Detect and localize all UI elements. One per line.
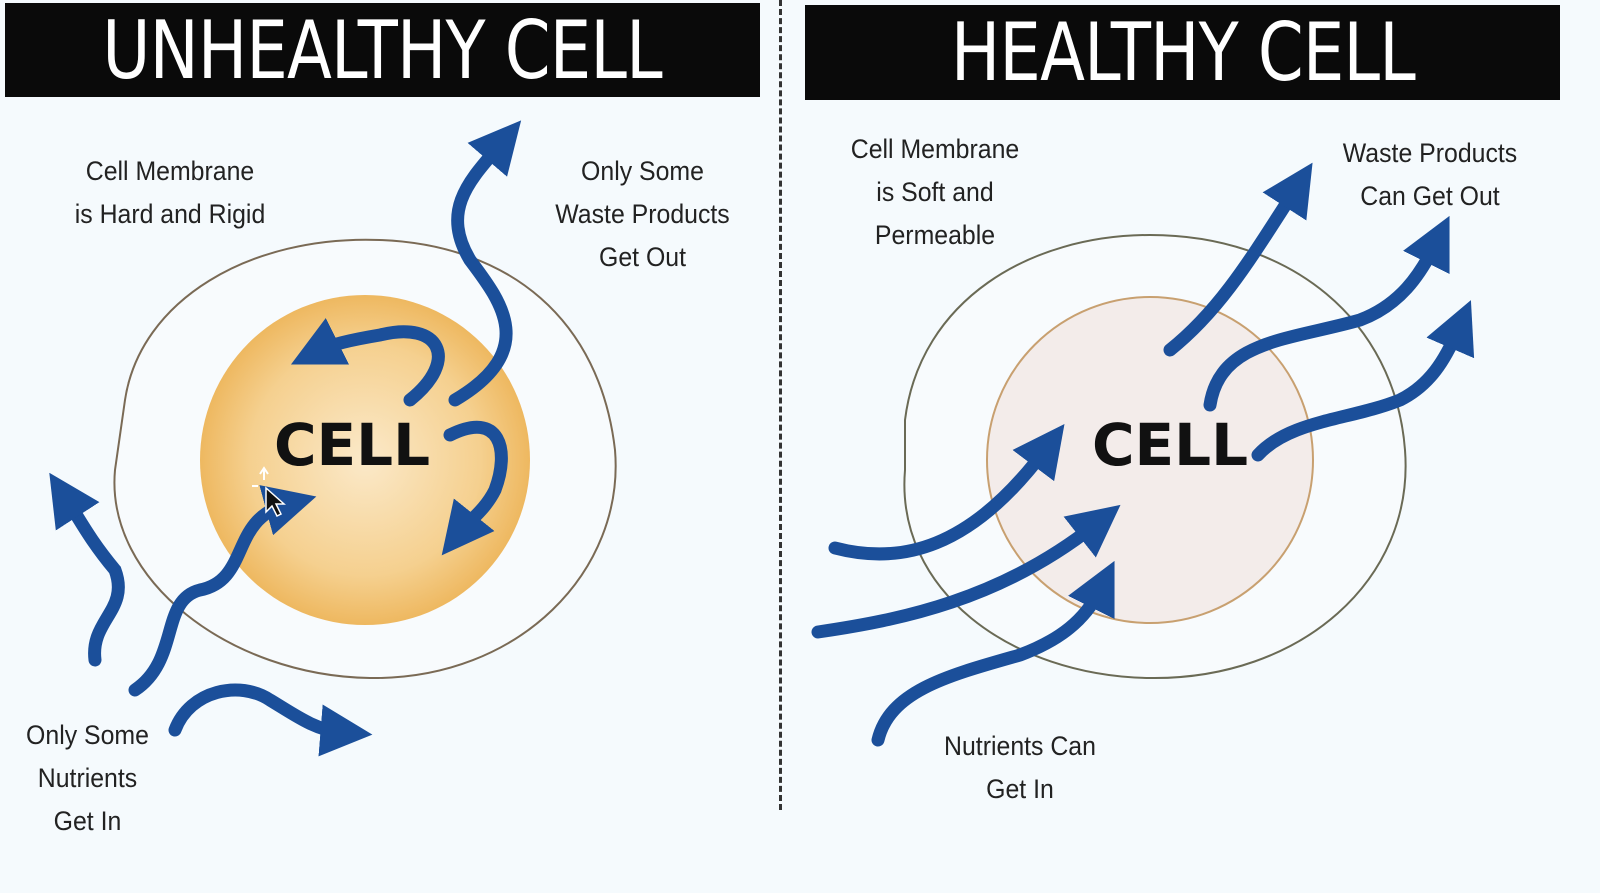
waste-arrow-out xyxy=(1251,300,1475,462)
left-membrane-label: Cell Membrane is Hard and Rigid xyxy=(74,156,266,229)
cursor-icon xyxy=(252,466,286,518)
nutrient-arrow-in xyxy=(811,504,1121,639)
unhealthy-cell-label: CELL xyxy=(274,411,430,479)
blocked-arrow xyxy=(290,318,445,407)
nutrient-arrow-in xyxy=(828,424,1065,561)
healthy-cell-title: HEALTHY CELL xyxy=(805,5,1560,100)
healthy-cell-label: CELL xyxy=(1092,411,1248,479)
title-text: UNHEALTHY CELL xyxy=(102,3,663,97)
right-waste-label: Waste Products Can Get Out xyxy=(1342,138,1518,211)
left-waste-label: Only Some Waste Products Get Out xyxy=(555,156,730,272)
left-nutrients-label: Only Some Nutrients Get In xyxy=(26,720,149,836)
unhealthy-cell-title: UNHEALTHY CELL xyxy=(5,3,760,97)
title-text: HEALTHY CELL xyxy=(950,6,1415,99)
waste-arrow-out xyxy=(448,120,522,407)
dashed-divider xyxy=(779,0,782,810)
waste-arrow-out xyxy=(1163,162,1313,357)
nutrient-arrow-in xyxy=(128,485,317,697)
nutrient-arrow-in xyxy=(871,560,1115,747)
right-nutrients-label: Nutrients Can Get In xyxy=(944,731,1096,804)
right-membrane-label: Cell Membrane is Soft and Permeable xyxy=(850,134,1020,250)
blocked-arrow xyxy=(441,420,508,556)
bounced-arrow xyxy=(49,472,125,667)
bounced-arrow xyxy=(168,683,373,757)
waste-arrow-out xyxy=(1203,215,1450,412)
